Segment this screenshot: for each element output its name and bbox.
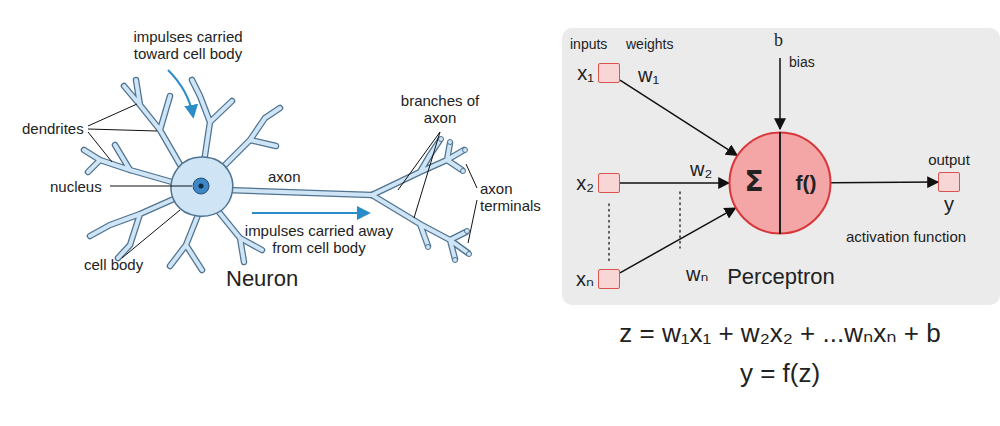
nucleus <box>193 178 209 194</box>
connector-arrow <box>620 208 736 273</box>
leader-line <box>110 186 192 187</box>
column-label: inputs <box>570 36 607 52</box>
weight-label: w₁ <box>638 64 659 87</box>
figure-title: Neuron <box>226 266 298 292</box>
connector-arrow <box>831 181 938 183</box>
perceptron-panel <box>562 28 1000 305</box>
panel-title: Perceptron <box>562 265 1000 289</box>
bias-arrow <box>779 58 781 129</box>
formula: z = w₁x₁ + w₂x₂ + ...wₙxₙ + b <box>560 318 1000 349</box>
leader-line <box>468 200 477 243</box>
function-label: activation function <box>846 228 966 245</box>
input-name: x₂ <box>576 172 594 194</box>
axon-terminal-bulbs <box>426 137 472 263</box>
divider-line <box>779 132 781 234</box>
caption-label: impulses carried away from cell body <box>240 222 398 256</box>
bias-symbol: b <box>774 30 783 51</box>
impulse-arrow <box>168 70 193 116</box>
nucleolus <box>199 184 204 189</box>
part-label: axon <box>268 168 301 185</box>
leader-line <box>398 132 440 190</box>
leader-line <box>414 132 440 218</box>
part-label: branches of axon <box>400 92 480 126</box>
dotted-ellipsis <box>608 204 610 262</box>
leader-line <box>88 132 112 162</box>
connector-arrow <box>620 182 729 184</box>
part-label: cell body <box>84 256 143 273</box>
input-name: x₁ <box>577 62 594 84</box>
leader-line <box>122 210 180 258</box>
output-label: output <box>928 152 970 169</box>
leader-line <box>88 104 137 126</box>
leader-lines <box>88 104 477 258</box>
cell-body <box>171 157 233 216</box>
output-box: outputy <box>938 172 960 192</box>
input-box: x₁ <box>598 63 620 83</box>
part-label: dendrites <box>22 120 84 137</box>
leader-line <box>466 164 477 188</box>
input-box: xₙ <box>598 269 620 289</box>
neuron-circle: Σf() <box>728 131 832 235</box>
leader-line <box>88 129 157 131</box>
connector-arrow <box>620 80 737 155</box>
weight-label: w₂ <box>690 158 712 181</box>
bias-label: bias <box>789 54 815 70</box>
column-label: weights <box>626 36 673 52</box>
formula: y = f(z) <box>560 358 1000 389</box>
weight-label: wₙ <box>686 262 708 286</box>
perceptron-panel: Perceptronx₁x₂xₙΣf()outputy <box>562 28 1000 305</box>
output-name: y <box>944 193 954 215</box>
impulse-arrow <box>252 212 368 214</box>
function-symbol: f() <box>780 171 832 194</box>
part-label: nucleus <box>50 178 102 195</box>
input-box: x₂ <box>598 173 620 193</box>
part-label: axon terminals <box>480 180 560 214</box>
caption-label: impulses carried toward cell body <box>118 28 258 62</box>
sum-symbol: Σ <box>728 167 780 198</box>
input-name: xₙ <box>576 268 594 290</box>
